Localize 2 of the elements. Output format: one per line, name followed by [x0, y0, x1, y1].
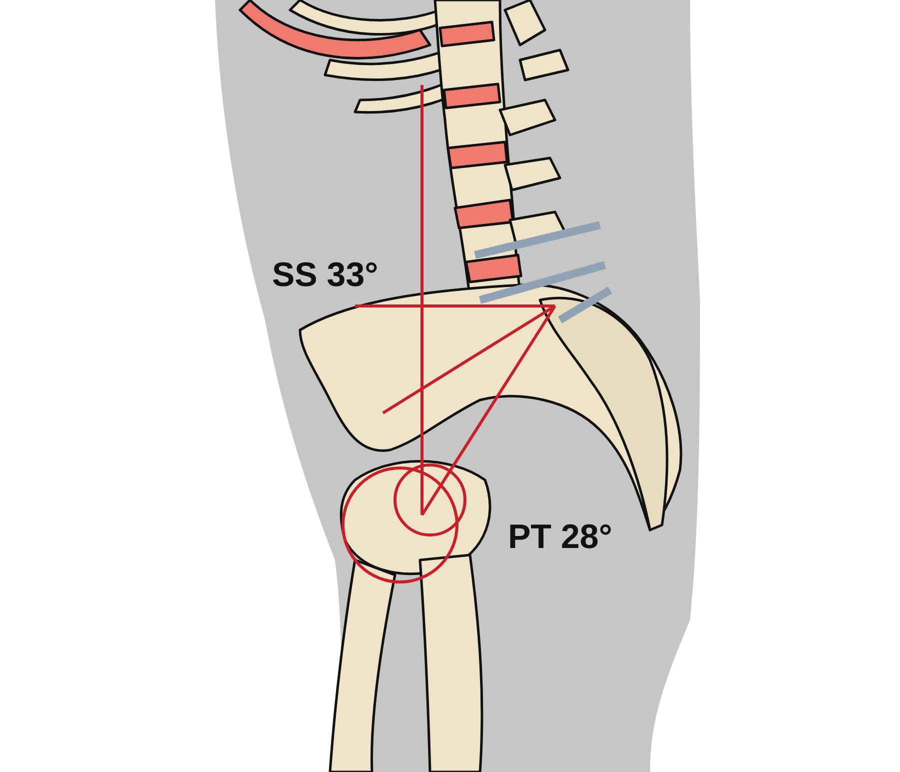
angle-label: SS 33° — [272, 258, 378, 292]
angle-label: PT 28° — [508, 520, 612, 554]
